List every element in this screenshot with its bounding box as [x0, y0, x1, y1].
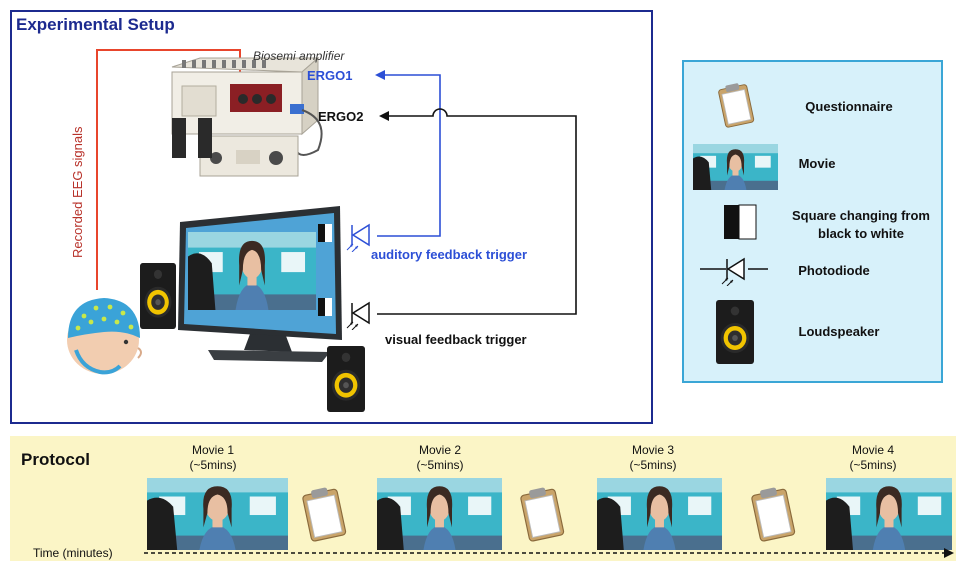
movie-3-thumbnail [597, 478, 722, 550]
loudspeaker-right [327, 346, 365, 412]
movie-thumbnail-icon [693, 144, 778, 190]
movie-2-title: Movie 2 [418, 443, 462, 457]
visual-trigger-label: visual feedback trigger [385, 332, 527, 347]
legend-label-movie: Movie [798, 156, 836, 171]
time-axis-arrowhead [944, 548, 954, 558]
movie-4-label: Movie 4 (~5mins) [818, 443, 928, 473]
photodiode-visual [347, 303, 369, 330]
loudspeaker-left [140, 263, 176, 329]
setup-diagram: Biosemi amplifier ERGO1 ERGO2 Recorded E… [67, 49, 577, 430]
movie-4-thumbnail [826, 478, 952, 550]
questionnaire-3-icon [751, 485, 796, 541]
legend-label-questionnaire: Questionnaire [805, 99, 893, 114]
legend-icons [682, 60, 943, 383]
movie-2-duration: (~5mins) [416, 458, 464, 472]
movie-2-label: Movie 2 (~5mins) [385, 443, 495, 473]
eeg-head-image [67, 298, 142, 375]
ergo1-label: ERGO1 [307, 68, 353, 83]
experimental-setup-panel [10, 10, 653, 424]
protocol-timeline [144, 470, 954, 558]
biosemi-amplifier-label: Biosemi amplifier [253, 49, 345, 63]
movie-4-duration: (~5mins) [849, 458, 897, 472]
movie-3-title: Movie 3 [631, 443, 675, 457]
legend-label-square: Square changing from black to white [792, 208, 930, 241]
questionnaire-2-icon [520, 485, 565, 541]
ergo2-arrow [379, 111, 389, 121]
movie-3-label: Movie 3 (~5mins) [598, 443, 708, 473]
setup-title: Experimental Setup [16, 15, 175, 34]
monitor-image [178, 206, 342, 362]
questionnaire-1-icon [302, 485, 347, 541]
movie-1-thumbnail [147, 478, 288, 550]
movie-1-label: Movie 1 (~5mins) [158, 443, 268, 473]
eeg-signals-label: Recorded EEG signals [70, 126, 85, 258]
biosemi-amplifier-image [171, 56, 323, 177]
ergo2-label: ERGO2 [318, 109, 364, 124]
photodiode-icon [700, 259, 768, 286]
movie-3-duration: (~5mins) [629, 458, 677, 472]
auditory-trigger-label: auditory feedback trigger [371, 247, 527, 262]
movie-2-thumbnail [377, 478, 502, 550]
ergo2-wire [377, 108, 577, 315]
legend-label-loudspeaker: Loudspeaker [798, 324, 880, 339]
movie-4-title: Movie 4 [851, 443, 895, 457]
ergo1-arrow [375, 70, 385, 80]
movie-1-duration: (~5mins) [189, 458, 237, 472]
movie-1-title: Movie 1 [191, 443, 235, 457]
loudspeaker-icon [716, 300, 754, 364]
ergo1-wire [377, 74, 441, 237]
clipboard-icon [718, 81, 755, 127]
photodiode-auditory [347, 225, 369, 252]
protocol-title: Protocol [21, 450, 90, 469]
black-white-square-icon [724, 204, 757, 240]
legend-label-photodiode: Photodiode [798, 263, 870, 278]
time-axis-label: Time (minutes) [33, 546, 113, 560]
